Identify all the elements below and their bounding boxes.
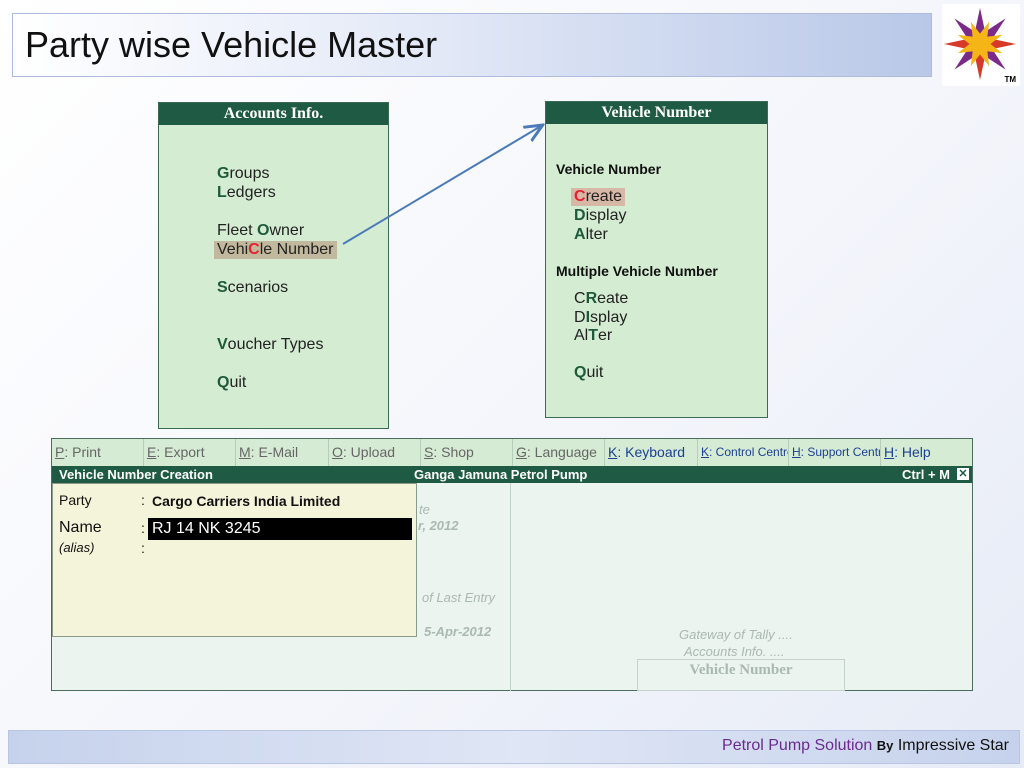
accounts-info-title: Accounts Info.	[159, 103, 388, 125]
menu-item-vehicle-number[interactable]: VehiCle Number	[214, 241, 337, 259]
support-centre-button[interactable]: H: Support Centre	[789, 439, 881, 466]
vehicle-creation-form: Party : Cargo Carriers India Limited Nam…	[52, 483, 417, 637]
menu-item-vehicle-quit[interactable]: Quit	[574, 364, 604, 381]
export-button[interactable]: E: Export	[144, 439, 236, 466]
upload-button[interactable]: O: Upload	[329, 439, 421, 466]
bg-vehicle-number-box: Vehicle Number	[637, 659, 845, 691]
help-button[interactable]: H: Help	[881, 439, 972, 466]
bg-last-entry-label: of Last Entry	[422, 590, 495, 605]
menu-item-quit[interactable]: Quit	[217, 374, 247, 391]
close-icon[interactable]: ✕	[957, 468, 969, 480]
shop-button[interactable]: S: Shop	[421, 439, 513, 466]
control-centre-button[interactable]: K: Control Centre	[698, 439, 789, 466]
menu-item-multi-create[interactable]: CReate	[574, 290, 629, 307]
footer-banner: Petrol Pump Solution By Impressive Star	[8, 730, 1020, 764]
party-label: Party	[59, 492, 92, 508]
footer-credit: Petrol Pump Solution By Impressive Star	[722, 737, 1009, 754]
name-colon: :	[141, 520, 145, 536]
panel-divider	[510, 483, 511, 691]
vehicle-number-title: Vehicle Number	[546, 102, 767, 124]
menu-item-alter[interactable]: Alter	[574, 226, 608, 243]
keyboard-button[interactable]: K: Keyboard	[605, 439, 698, 466]
email-button[interactable]: M: E-Mail	[236, 439, 329, 466]
print-button[interactable]: P: Print	[52, 439, 144, 466]
tally-window: P: Print E: Export M: E-Mail O: Upload S…	[51, 438, 973, 691]
menu-item-fleet-owner[interactable]: Fleet Owner	[217, 222, 305, 239]
star-logo-icon	[944, 8, 1016, 80]
status-bar: Vehicle Number Creation Ganga Jamuna Pet…	[52, 466, 972, 483]
menu-item-voucher-types[interactable]: Voucher Types	[217, 336, 324, 353]
page-title: Party wise Vehicle Master	[25, 24, 438, 65]
section-vehicle-number: Vehicle Number	[556, 161, 662, 177]
company-name: Ganga Jamuna Petrol Pump	[414, 467, 588, 482]
alias-label: (alias)	[59, 540, 95, 555]
section-multiple-vehicle-number: Multiple Vehicle Number	[556, 263, 718, 279]
language-button[interactable]: G: Language	[513, 439, 605, 466]
shortcut-hint: Ctrl + M	[901, 467, 950, 482]
accounts-info-menu: Accounts Info. Groups Ledgers Fleet Owne…	[158, 102, 389, 429]
impressive-star-logo: TM	[942, 4, 1020, 86]
title-banner: Party wise Vehicle Master	[12, 13, 932, 77]
alias-colon: :	[141, 540, 145, 556]
party-value[interactable]: Cargo Carriers India Limited	[152, 493, 341, 509]
vehicle-name-input[interactable]: RJ 14 NK 3245	[148, 518, 412, 540]
menu-item-scenarios[interactable]: Scenarios	[217, 279, 289, 296]
bg-last-entry-date: 5-Apr-2012	[424, 624, 492, 639]
party-colon: :	[141, 492, 145, 508]
menu-item-create[interactable]: Create	[571, 188, 626, 206]
menu-item-ledgers[interactable]: Ledgers	[217, 184, 276, 201]
screen-title: Vehicle Number Creation	[59, 467, 213, 482]
menu-item-groups[interactable]: Groups	[217, 165, 270, 182]
trademark-mark: TM	[1004, 75, 1016, 84]
menu-item-multi-alter[interactable]: AlTer	[574, 327, 613, 344]
bg-gateway-of-tally: Gateway of Tally ....	[679, 627, 793, 642]
name-label: Name	[59, 519, 102, 536]
bg-current-date: r, 2012	[418, 518, 459, 533]
bg-text-fragment: te	[419, 502, 430, 517]
menu-item-display[interactable]: Display	[574, 207, 627, 224]
vehicle-number-menu: Vehicle Number Vehicle Number Create Dis…	[545, 101, 768, 418]
button-bar: P: Print E: Export M: E-Mail O: Upload S…	[52, 439, 972, 466]
bg-accounts-info: Accounts Info. ....	[684, 644, 785, 659]
menu-item-multi-display[interactable]: DIsplay	[574, 309, 628, 326]
